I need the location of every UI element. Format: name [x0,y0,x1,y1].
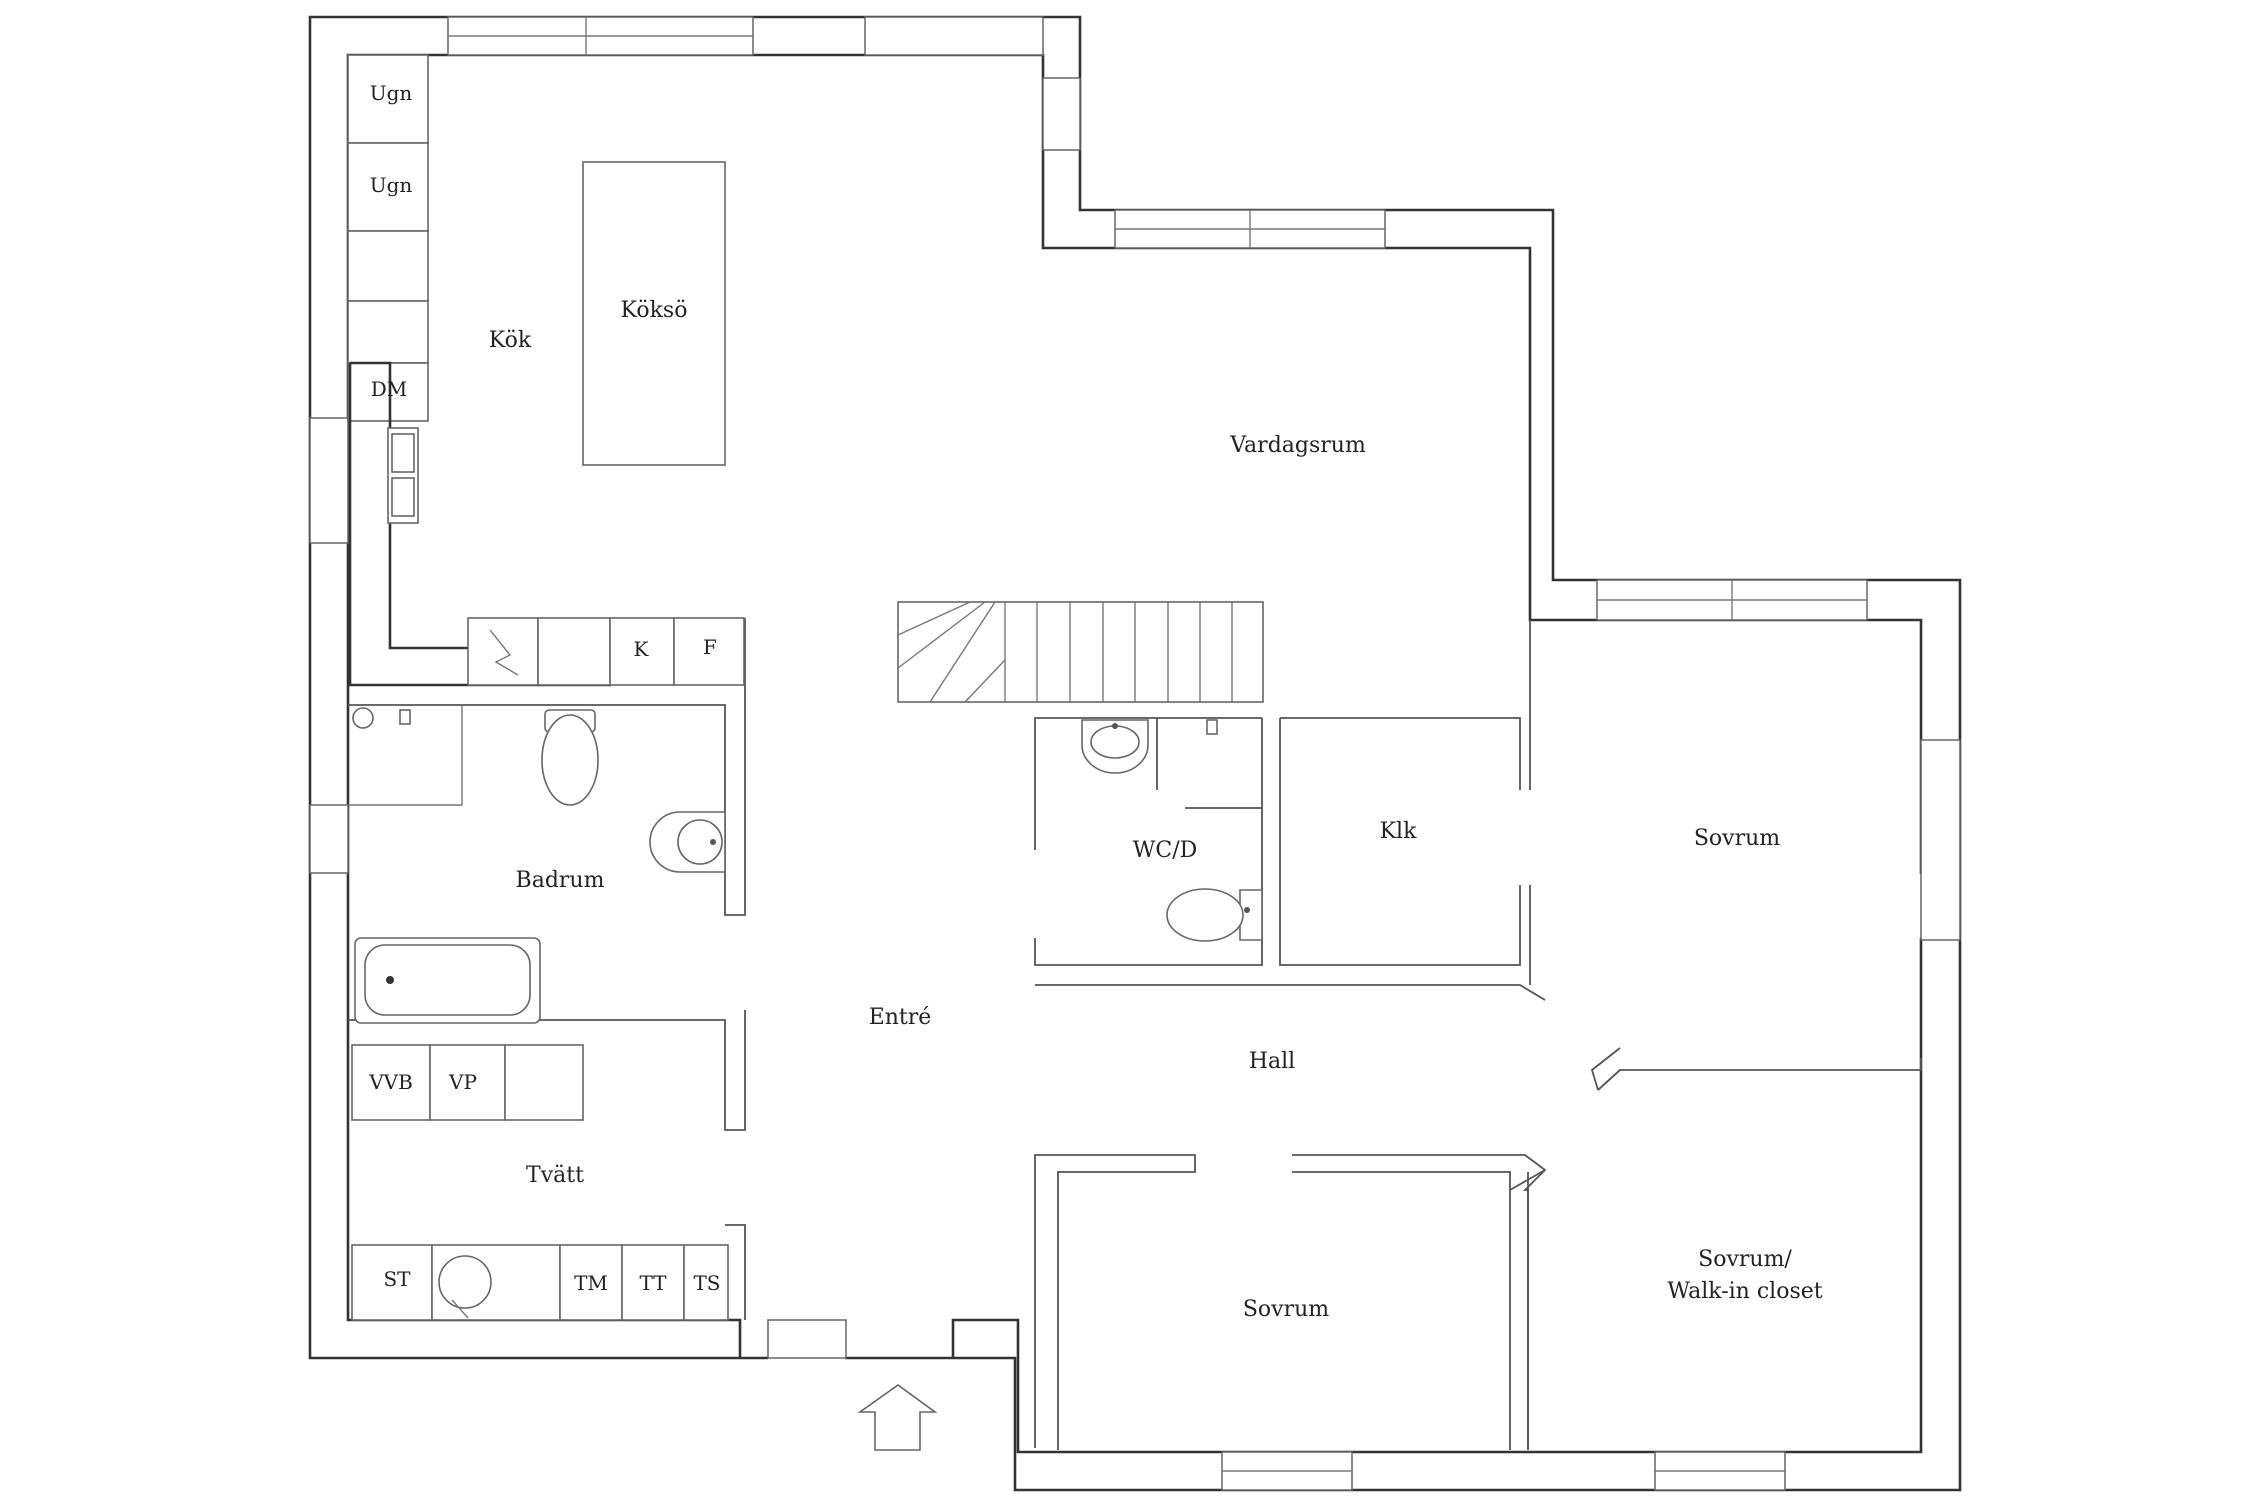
room-label-klk: Klk [1380,819,1417,844]
room-label-wcd: WC/D [1133,838,1198,863]
room-label-vardagsrum: Vardagsrum [1229,433,1366,458]
entrance-arrow-icon [857,1384,938,1451]
room-labels: Kök Köksö Vardagsrum Badrum Entré Hall W… [489,298,1823,1322]
room-label-entre: Entré [869,1005,932,1030]
laundry-fixtures [351,1044,729,1321]
fixture-label-tt: TT [639,1271,667,1295]
room-label-kokso: Köksö [621,298,688,323]
wc-fixtures [1081,719,1263,942]
windows [309,16,1961,1491]
room-label-tvatt: Tvätt [526,1163,584,1188]
room-label-sovrum-walkin-2: Walk-in closet [1667,1279,1822,1304]
fixture-label-vp: VP [448,1070,477,1094]
fixture-label-vvb: VVB [368,1070,413,1094]
fixture-label-st: ST [383,1267,411,1291]
room-label-sovrum-south: Sovrum [1243,1297,1329,1322]
room-label-kok: Kök [489,328,532,353]
fixture-label-tm: TM [574,1271,608,1295]
fixture-label-dm: DM [371,377,408,401]
room-label-badrum: Badrum [516,868,605,893]
fixture-label-k: K [634,637,650,661]
room-label-sovrum-walkin-1: Sovrum/ [1698,1247,1792,1272]
fixture-labels: Ugn Ugn DM K F VVB VP ST TM TT TS [368,81,720,1295]
fixture-label-ts: TS [693,1271,720,1295]
fixture-label-f: F [703,635,717,659]
room-label-sovrum-east: Sovrum [1694,826,1780,851]
kitchen-counter [347,54,745,687]
staircase [897,601,1264,703]
room-label-hall: Hall [1249,1049,1295,1074]
fixture-label-ugn-upper: Ugn [370,81,413,105]
fixture-label-ugn-lower: Ugn [370,173,413,197]
interior-walls [348,618,1922,1450]
bathroom-fixtures [348,705,726,1024]
